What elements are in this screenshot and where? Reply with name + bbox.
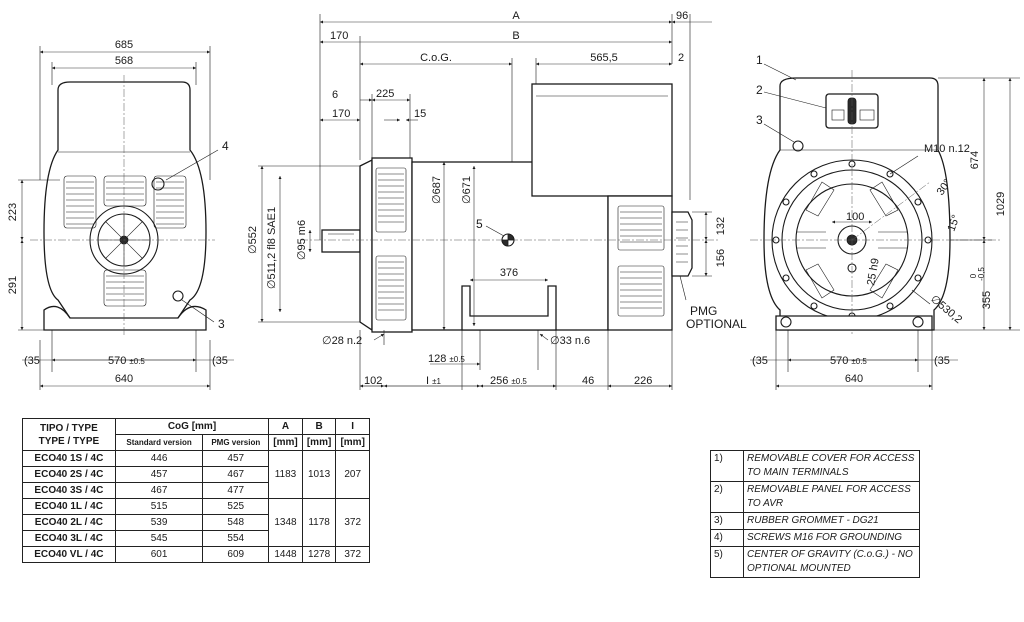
header-A: A <box>268 418 303 435</box>
header-I: I <box>335 418 370 435</box>
dim-dia-511: ∅511,2 fl8 SAE1 <box>266 207 278 289</box>
dim-dia-28: ∅28 n.2 <box>322 335 362 347</box>
list-item: 4) SCREWS M16 FOR GROUNDING <box>710 529 920 547</box>
dim-226: 226 <box>634 375 652 387</box>
rear-spokes <box>796 181 908 299</box>
dim-355-tol-lower: -0,5 <box>977 267 986 281</box>
list-item: 1) REMOVABLE COVER FOR ACCESS TO MAIN TE… <box>710 450 920 482</box>
dim-cog: C.o.G. <box>420 52 452 64</box>
table-row: ECO40 2S / 4C 457 467 <box>22 466 370 483</box>
side-fan-louvres <box>375 167 407 321</box>
dim-291: 291 <box>7 276 19 294</box>
dim-35-right: (35 <box>212 355 228 367</box>
dim-dia-671: ∅671 <box>461 176 473 204</box>
dim-355-tol-upper: 0 <box>969 273 978 278</box>
callout-5: 5 <box>476 217 483 231</box>
callout-1: 1 <box>756 53 763 67</box>
dim-128: 128±0.5 <box>428 353 465 365</box>
dim-96: 96 <box>676 10 688 22</box>
header-unit-B: [mm] <box>301 434 337 451</box>
header-unit-I: [mm] <box>335 434 370 451</box>
header-cog: CoG [mm] <box>114 418 270 435</box>
dim-dia-552: ∅552 <box>247 226 259 254</box>
pmg-label-line1: PMG <box>690 304 717 318</box>
dim-dia-95: ∅95 m6 <box>296 220 308 260</box>
front-view: 685 568 <box>7 39 234 390</box>
dim-674: 674 <box>969 151 981 169</box>
callout-3-front: 3 <box>218 317 225 331</box>
dim-2: 2 <box>678 52 684 64</box>
dim-dia-33: ∅33 n.6 <box>550 335 590 347</box>
dim-256: 256±0.5 <box>490 375 527 387</box>
dim-6: 6 <box>332 89 338 101</box>
dim-568: 568 <box>115 55 133 67</box>
callout-3-rear: 3 <box>756 113 763 127</box>
front-louvres <box>63 175 187 307</box>
list-item: 2) REMOVABLE PANEL FOR ACCESS TO AVR <box>710 481 920 513</box>
dim-1029: 1029 <box>995 192 1007 216</box>
dim-170-mid: 170 <box>332 108 350 120</box>
dim-35-rear-left: (35 <box>752 355 768 367</box>
rear-view: 1 2 3 M10 n.12 30° 15° 100 25 h9 ∅530,2 … <box>750 53 1020 390</box>
callout-2: 2 <box>756 83 763 97</box>
table-row: ECO40 1L / 4C 515 525 1348 1178 372 <box>22 498 370 547</box>
side-view: A 96 170 B C.o.G. 565,5 2 6 225 170 15 <box>247 10 747 390</box>
dim-B: B <box>512 30 519 42</box>
header-B: B <box>301 418 337 435</box>
dim-685: 685 <box>115 39 133 51</box>
dim-m10: M10 n.12 <box>924 143 970 155</box>
dim-565-5: 565,5 <box>590 52 618 64</box>
dim-A: A <box>512 10 520 22</box>
dim-25h9: 25 h9 <box>865 257 882 286</box>
dim-35-left: (35 <box>24 355 40 367</box>
dim-15deg: 15° <box>946 213 963 233</box>
dim-225: 225 <box>376 88 394 100</box>
dim-640-front: 640 <box>115 373 133 385</box>
dim-35-rear-right: (35 <box>934 355 950 367</box>
legend-table: 1) REMOVABLE COVER FOR ACCESS TO MAIN TE… <box>710 450 920 578</box>
dim-376: 376 <box>500 267 518 279</box>
dim-132: 132 <box>715 217 727 235</box>
pmg-label-line2: OPTIONAL <box>686 317 747 331</box>
dim-I: I±1 <box>426 375 441 387</box>
dim-156: 156 <box>715 249 727 267</box>
header-unit-A: [mm] <box>268 434 303 451</box>
table-row: ECO40 1S / 4C 446 457 1183 1013 207 <box>22 450 370 499</box>
dim-570-rear: 570±0.5 <box>830 355 867 367</box>
dim-355: 355 <box>981 291 993 309</box>
dim-223: 223 <box>7 203 19 221</box>
list-item: 3) RUBBER GROMMET - DG21 <box>710 512 920 530</box>
dim-570: 570±0.5 <box>108 355 145 367</box>
list-item: 5) CENTER OF GRAVITY (C.o.G.) - NO OPTIO… <box>710 546 920 578</box>
header-standard: Standard version <box>114 434 204 451</box>
dim-170-top: 170 <box>330 30 348 42</box>
dim-100: 100 <box>846 211 864 223</box>
callout-4: 4 <box>222 139 229 153</box>
table-row: ECO40 VL / 4C 601 609 1448 1278 372 <box>22 546 370 563</box>
dim-102: 102 <box>364 375 382 387</box>
dim-dia-687: ∅687 <box>431 176 443 204</box>
dim-640-rear: 640 <box>845 373 863 385</box>
dim-46: 46 <box>582 375 594 387</box>
dim-15: 15 <box>414 108 426 120</box>
rear-louvres <box>617 205 665 317</box>
header-pmg: PMG version <box>202 434 270 451</box>
